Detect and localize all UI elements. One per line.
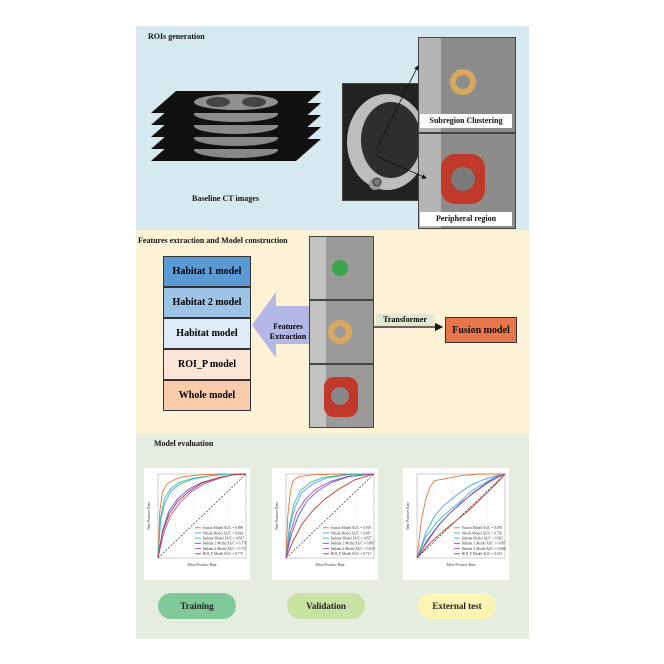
habitat1-crop (309, 236, 374, 300)
feature-extraction-panel: Features extraction and Model constructi… (136, 230, 529, 433)
ct-slice-stack (151, 91, 321, 161)
y-axis-label: True Positive Rate (406, 502, 410, 530)
roc-series-line (285, 473, 374, 559)
chest-ct-drawing (347, 94, 419, 190)
chest-ct-image (342, 83, 420, 201)
arrow-to-subregion (375, 65, 419, 151)
roc-series-line (416, 473, 506, 559)
x-axis-label: False Positive Rate (187, 563, 216, 567)
legend-entry: Whole Model AUC = 0.847 (331, 531, 371, 535)
model-box: ROI_P model (163, 349, 251, 380)
legend-entry: Fusion Model AUC = 0.870 (462, 526, 502, 530)
baseline-ct-label: Baseline CT images (192, 194, 259, 203)
legend-entry: Fusion Model AUC = 0.890 (203, 526, 243, 530)
roc-series-line (285, 473, 375, 559)
features-extraction-arrow (252, 292, 312, 358)
roc-series-line (157, 473, 246, 559)
x-axis-label: False Positive Rate (315, 563, 344, 567)
legend-entry: Habitat 1 Model AUC = 0.776 (203, 542, 247, 546)
y-axis-label: True Positive Rate (147, 502, 151, 530)
zoom-arrows (375, 65, 427, 179)
model-evaluation-panel: Model evaluation Fusion Model AUC = 0.89… (136, 433, 529, 639)
roc-series-line (416, 473, 506, 559)
roc-series-line (416, 473, 506, 559)
validation-pill: Validation (287, 593, 365, 619)
legend-entry: Habitat Model AUC = 0.837 (203, 536, 244, 540)
transformer-label: Transformer (376, 314, 434, 326)
legend-entry: Habitat 2 Model AUC = 0.686 (462, 547, 506, 551)
roc-series-line (285, 473, 375, 559)
roc-series-line (285, 473, 375, 559)
habitat2-crop (309, 300, 374, 364)
roc-series-line (416, 473, 505, 559)
legend-entry: ROI_P Model AUC = 0.717 (331, 552, 372, 556)
y-axis-label: True Positive Rate (275, 502, 279, 530)
chance-line (416, 473, 506, 559)
model-box: Habitat model (163, 318, 251, 349)
legend-entry: Habitat 2 Model AUC = 0.757 (203, 547, 247, 551)
peripheral-crop (309, 364, 374, 428)
roi-generation-panel: ROIs generation Baseline CT images Subre… (136, 26, 529, 230)
legend-entry: ROI_P Model AUC = 0.771 (203, 552, 244, 556)
legend-entry: Habitat Model AUC = 0.692 (462, 536, 503, 540)
legend-entry: Habitat Model AUC = 0.857 (331, 536, 372, 540)
transformer-arrow (374, 322, 444, 332)
habitat1-crop-drawing (310, 237, 348, 299)
roc-series-line (416, 473, 506, 559)
model-box: Whole model (163, 380, 251, 411)
legend-entry: Whole Model AUC = 0.750 (462, 531, 502, 535)
plot-area (416, 473, 506, 559)
ct-slices (151, 91, 321, 161)
roc-series-line (416, 473, 506, 559)
arrow-to-peripheral (375, 155, 427, 179)
legend-entry: Habitat 2 Model AUC = 0.818 (331, 547, 375, 551)
peripheral-crop-drawing (310, 365, 358, 427)
features-label-line1: Features (273, 322, 303, 331)
peripheral-inset-drawing (419, 134, 485, 228)
peripheral-region-label: Peripheral region (420, 212, 512, 226)
model-box: Habitat 2 model (163, 287, 251, 318)
roc-series-line (157, 473, 247, 559)
chance-line (285, 473, 375, 559)
legend-entry: Habitat 1 Model AUC = 0.687 (462, 542, 506, 546)
chance-line (157, 473, 247, 559)
training-pill: Training (158, 593, 236, 619)
model-box: Habitat 1 model (163, 256, 251, 287)
fusion-model-box: Fusion model (445, 317, 517, 343)
subregion-clustering-label: Subregion Clustering (420, 114, 512, 128)
legend-entry: Whole Model AUC = 0.824 (203, 531, 243, 535)
features-label-line2: Extraction (269, 332, 307, 341)
x-axis-label: False Positive Rate (446, 563, 475, 567)
roi-generation-title: ROIs generation (148, 32, 205, 41)
roc-series-line (285, 473, 375, 559)
legend-entry: Habitat 1 Model AUC = 0.807 (331, 542, 375, 546)
habitat2-crop-drawing (310, 301, 352, 363)
features-extraction-label: Features Extraction (260, 322, 316, 342)
model-evaluation-title: Model evaluation (154, 439, 214, 448)
roc-series-line (157, 473, 246, 559)
feature-extraction-title: Features extraction and Model constructi… (138, 236, 288, 245)
legend-entry: Fusion Model AUC = 0.919 (331, 526, 371, 530)
external-test-pill: External test (418, 593, 496, 619)
roc-series-line (285, 473, 375, 559)
ct-slice (151, 91, 321, 113)
subregion-inset-drawing (419, 38, 476, 132)
legend-entry: ROI_P Model AUC = 0.615 (462, 552, 503, 556)
